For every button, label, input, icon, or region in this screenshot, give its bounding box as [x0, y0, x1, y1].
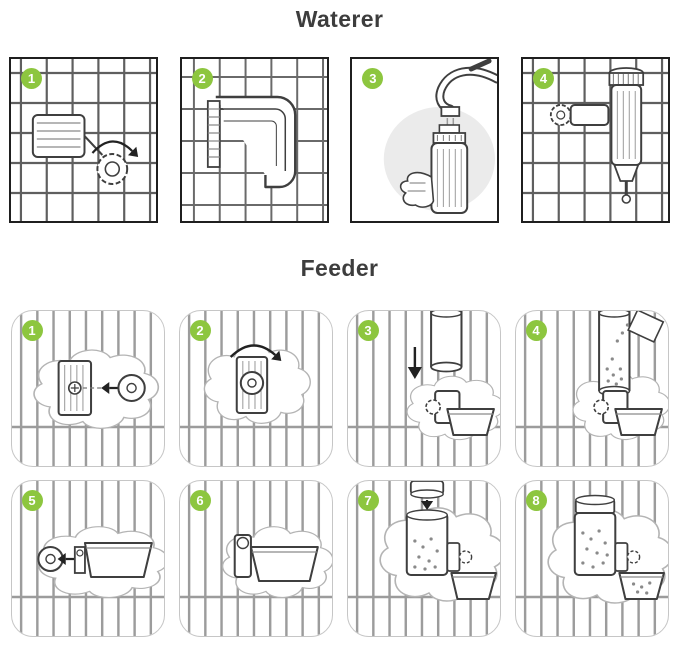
waterer-step-4-panel: 4 — [520, 57, 670, 223]
food-pellets — [412, 537, 439, 571]
bracket — [233, 534, 252, 578]
waterer-section: Waterer 1 — [0, 0, 679, 223]
step-number-badge: 4 — [525, 320, 547, 341]
feed-bowl — [445, 408, 495, 436]
feeder-step-8-panel: 8 — [514, 480, 669, 637]
feeder-title: Feeder — [300, 255, 379, 281]
food-pellets — [631, 581, 651, 595]
step-number-badge: 4 — [532, 68, 554, 89]
bracket — [445, 542, 472, 572]
step-number-badge: 3 — [357, 320, 379, 341]
step-number-badge: 5 — [21, 490, 43, 511]
bowl-mounted-illustration — [179, 481, 332, 636]
lid — [574, 494, 615, 514]
thumb-knob — [239, 371, 264, 395]
step-number-badge: 1 — [21, 320, 43, 341]
feed-bowl — [73, 542, 153, 578]
feed-bowl — [449, 572, 497, 600]
mount-plate — [57, 360, 92, 416]
waterer-step-1-panel: 1 — [9, 57, 158, 223]
hand — [400, 171, 435, 208]
feed-bowl — [249, 546, 319, 582]
food-pellets — [580, 529, 609, 569]
insert-tube-illustration — [347, 311, 500, 466]
lid — [409, 481, 444, 499]
holder-bracket — [206, 95, 297, 189]
feeder-step-7-panel: 7 — [346, 480, 501, 637]
feeder-step-2-panel: 2 — [178, 310, 333, 467]
feeder-complete-illustration — [515, 481, 668, 636]
thumb-knob — [96, 153, 129, 185]
attach-arrow-icon — [57, 553, 75, 565]
step-number-badge: 1 — [21, 68, 42, 89]
insert-arrow-icon — [407, 347, 422, 379]
waterer-steps-row: 1 — [0, 57, 679, 223]
step-number-badge: 3 — [362, 68, 384, 89]
clamp — [31, 114, 104, 158]
feed-tube — [429, 311, 463, 373]
pour-food-illustration — [515, 311, 668, 466]
clamp-knob-illustration — [11, 59, 156, 221]
bracket — [613, 542, 640, 572]
step-number-badge: 8 — [525, 490, 547, 511]
holder-bracket-illustration — [181, 59, 327, 221]
rotate-arrow-icon — [91, 140, 139, 157]
food-packet — [615, 311, 664, 343]
insert-arrow-icon — [420, 500, 433, 510]
waterer-step-3-panel: 3 — [350, 57, 500, 223]
food-container — [573, 512, 616, 576]
mount-disc — [36, 546, 64, 572]
feeder-section: Feeder 1 — [0, 255, 679, 637]
bottle — [430, 124, 469, 214]
step-number-badge: 2 — [189, 320, 211, 341]
waterer-step-2-panel: 2 — [179, 57, 329, 223]
screw-into-disc-illustration — [11, 311, 164, 466]
feeder-steps-grid: 1 — [0, 310, 679, 637]
feeder-step-5-panel: 5 — [10, 480, 165, 637]
step-number-badge: 2 — [191, 68, 213, 89]
attach-bowl-illustration — [11, 481, 164, 636]
waterer-title: Waterer — [295, 6, 384, 32]
food-container — [405, 509, 448, 576]
food-pellets — [605, 357, 623, 386]
water-stream — [446, 118, 455, 125]
faucet — [435, 59, 498, 117]
bottle-mounted-illustration — [522, 59, 668, 221]
feed-bowl — [613, 408, 663, 436]
feeder-step-4-panel: 4 — [514, 310, 669, 467]
cage-bars — [179, 481, 332, 636]
tighten-knob-illustration — [179, 311, 332, 466]
mounting-clamp — [549, 104, 610, 126]
feed-bowl — [617, 572, 665, 600]
step-number-badge: 6 — [189, 490, 211, 511]
step-number-badge: 7 — [357, 490, 379, 511]
mount-disc — [116, 374, 146, 402]
water-bottle — [608, 67, 645, 204]
feeder-step-6-panel: 6 — [178, 480, 333, 637]
fill-bottle-illustration — [384, 59, 498, 214]
feeder-step-3-panel: 3 — [346, 310, 501, 467]
feed-tube — [597, 311, 631, 397]
feeder-step-1-panel: 1 — [10, 310, 165, 467]
rotate-arrow-icon — [229, 344, 281, 361]
